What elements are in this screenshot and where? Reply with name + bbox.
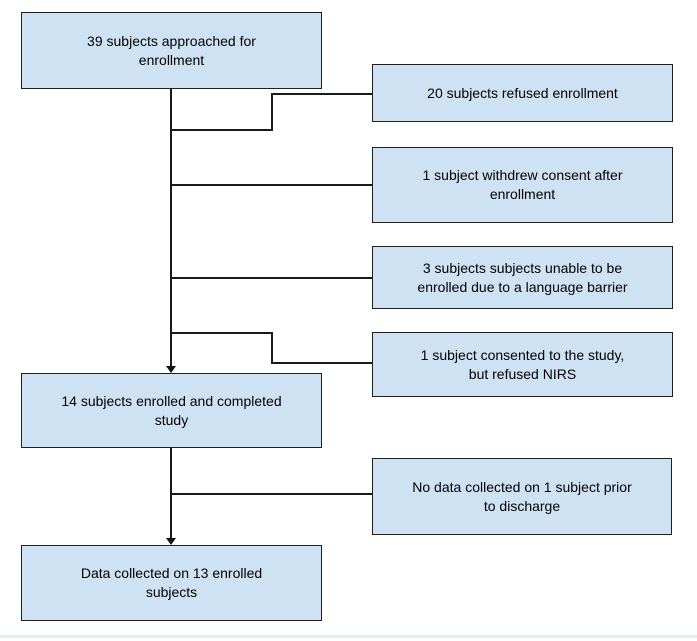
connector-to-nirs-segment — [170, 332, 272, 334]
node-withdrew-consent: 1 subject withdrew consent after enrollm… — [372, 147, 673, 223]
node-enrolled-completed-label: 14 subjects enrolled and completed study — [61, 392, 282, 428]
arrowhead-into-enrolled — [166, 366, 176, 373]
node-no-data-collected: No data collected on 1 subject prior to … — [372, 458, 672, 535]
node-no-data-collected-label: No data collected on 1 subject prior to … — [412, 478, 632, 514]
connector-approached-to-enrolled — [170, 89, 172, 366]
node-refused-enrollment: 20 subjects refused enrollment — [372, 64, 673, 122]
connector-to-withdrew — [170, 184, 372, 186]
node-data-collected: Data collected on 13 enrolled subjects — [21, 545, 322, 621]
connector-to-refused-segment — [170, 129, 272, 131]
connector-to-refused-segment — [271, 93, 273, 131]
connector-to-refused-segment — [271, 93, 372, 95]
node-language-barrier-label: 3 subjects subjects unable to be enrolle… — [417, 259, 628, 295]
connector-to-nodata — [170, 493, 372, 495]
connector-to-nirs-segment — [271, 332, 273, 363]
node-data-collected-label: Data collected on 13 enrolled subjects — [80, 565, 263, 600]
node-refused-nirs-label: 1 subject consented to the study, but re… — [420, 346, 625, 382]
connector-to-language — [170, 277, 372, 279]
node-refused-enrollment-label: 20 subjects refused enrollment — [427, 84, 618, 101]
node-subjects-approached-label: 39 subjects approached for enrollment — [87, 32, 256, 68]
node-withdrew-consent-label: 1 subject withdrew consent after enrollm… — [422, 167, 623, 202]
node-language-barrier: 3 subjects subjects unable to be enrolle… — [372, 246, 673, 309]
node-enrolled-completed: 14 subjects enrolled and completed study — [21, 373, 322, 448]
connector-to-nirs-segment — [271, 362, 372, 364]
arrowhead-into-datacollected — [166, 538, 176, 545]
node-subjects-approached: 39 subjects approached for enrollment — [21, 12, 322, 89]
node-refused-nirs: 1 subject consented to the study, but re… — [372, 332, 673, 397]
page-edge-band — [0, 635, 697, 638]
